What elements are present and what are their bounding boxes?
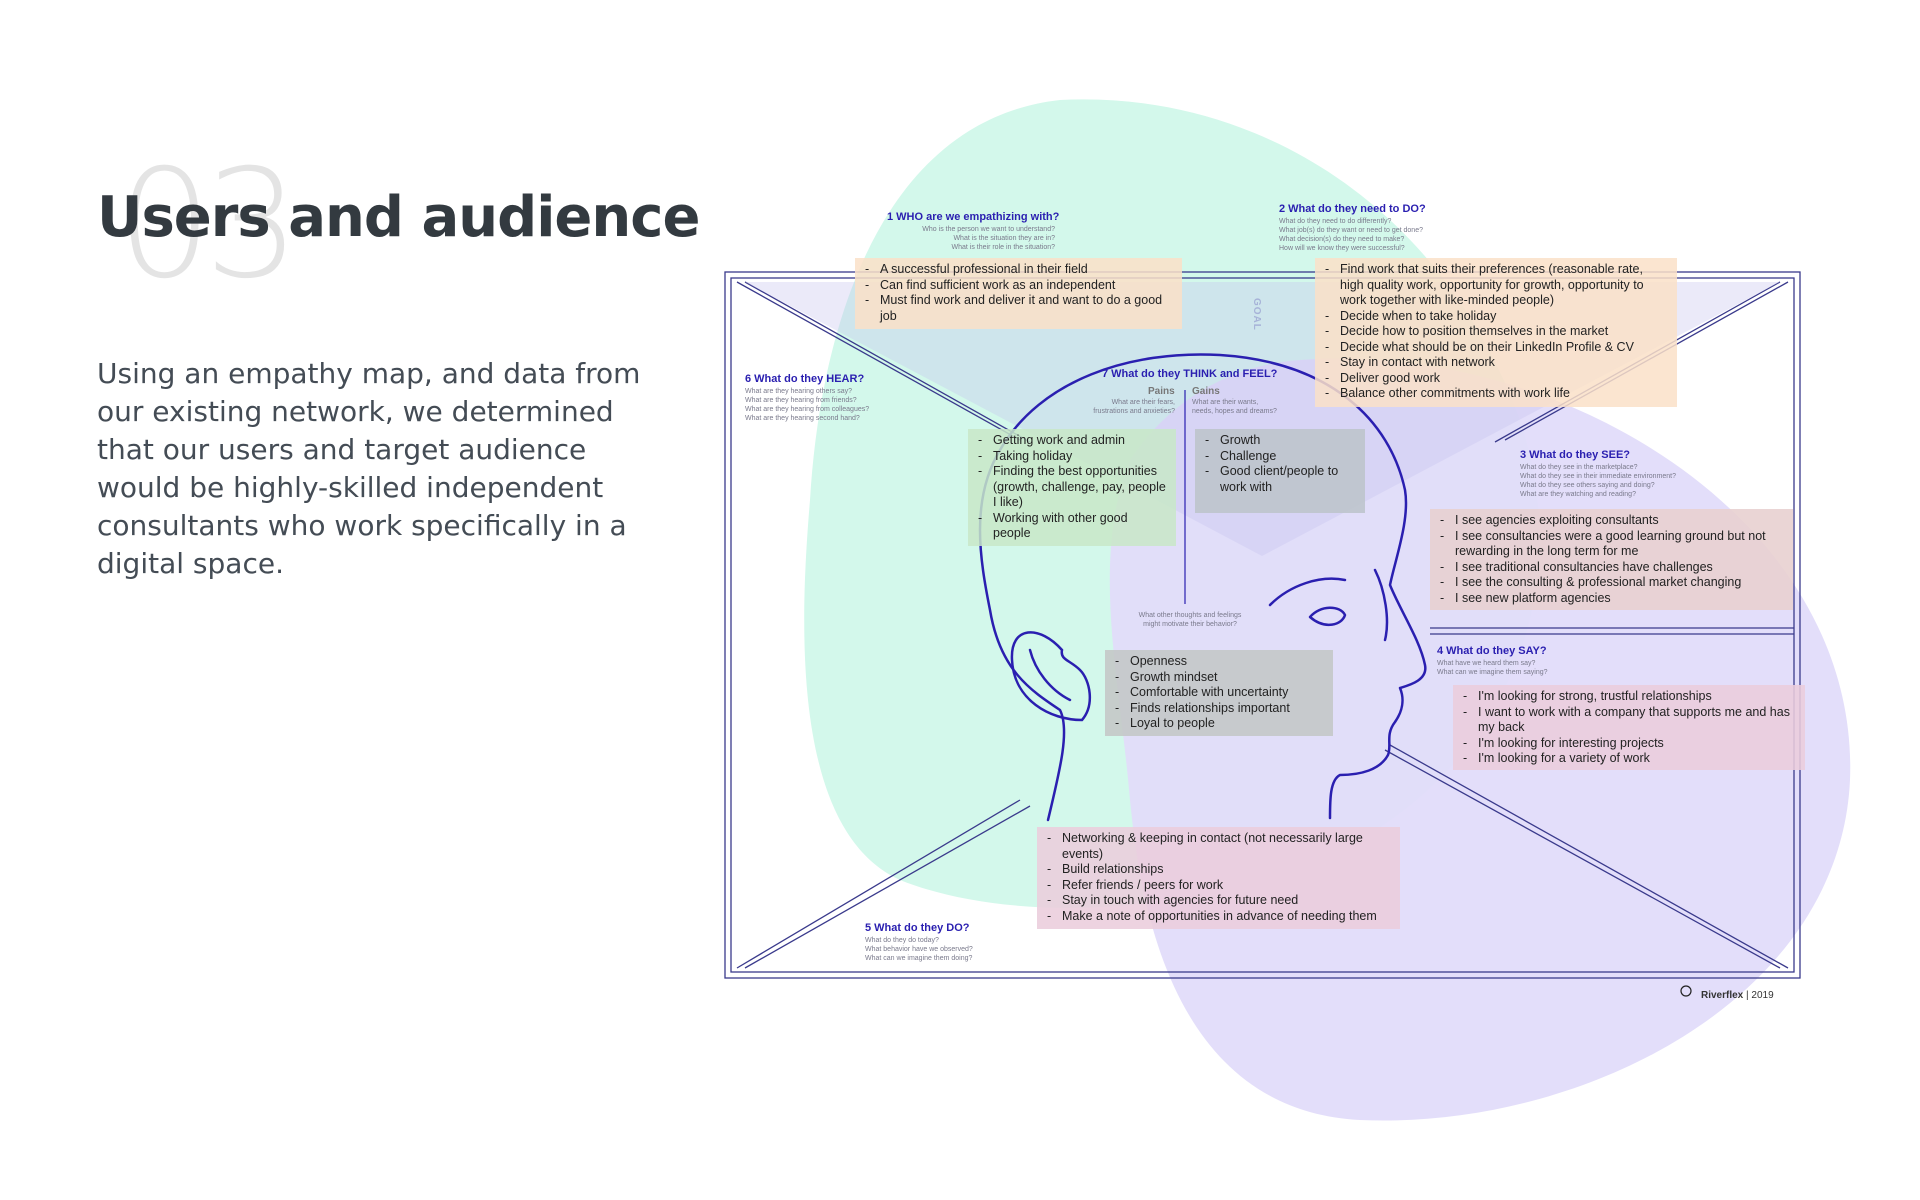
gains-subtext: What are their wants, needs, hopes and d… (1192, 399, 1277, 415)
list-item: Challenge (1205, 449, 1357, 465)
q4-sticky-note: I'm looking for strong, trustful relatio… (1453, 685, 1805, 770)
list-item: Balance other commitments with work life (1325, 386, 1669, 402)
q2-subtext: What do they need to do differently? Wha… (1279, 218, 1423, 252)
q1-heading: 1 WHO are we empathizing with? (887, 211, 1060, 223)
pains-subtext: What are their fears, frustrations and a… (1093, 399, 1175, 415)
q6-subtext: What are they hearing others say? What a… (745, 388, 870, 422)
motivation-sticky-note: Openness Growth mindset Comfortable with… (1105, 650, 1333, 736)
list-item: I'm looking for a variety of work (1463, 751, 1797, 767)
brand-name: Riverflex (1701, 990, 1744, 1001)
list-item: Finding the best opportunities (growth, … (978, 464, 1168, 511)
list-item: Make a note of opportunities in advance … (1047, 909, 1392, 925)
q2-sticky-note: Find work that suits their preferences (… (1315, 258, 1677, 407)
list-item: Growth mindset (1115, 670, 1325, 686)
brand-year: | 2019 (1746, 990, 1774, 1001)
brand-footer: © Riverflex | 2019 (1693, 990, 1774, 1001)
pains-label: Pains (1148, 386, 1175, 397)
q4-subtext: What have we heard them say? What can we… (1437, 660, 1548, 676)
goal-label: GOAL (1251, 298, 1262, 331)
list-item: Growth (1205, 433, 1357, 449)
list-item: Decide when to take holiday (1325, 309, 1669, 325)
q1-sticky-note: A successful professional in their field… (855, 258, 1182, 329)
list-item: I see the consulting & professional mark… (1440, 575, 1785, 591)
gains-sticky-note: Growth Challenge Good client/people to w… (1195, 429, 1365, 513)
q1-subtext: Who is the person we want to understand?… (922, 226, 1055, 251)
list-item: Loyal to people (1115, 716, 1325, 732)
list-item: I'm looking for interesting projects (1463, 736, 1797, 752)
section-number: 03 (117, 138, 300, 312)
q5-sticky-note: Networking & keeping in contact (not nec… (1037, 827, 1400, 929)
list-item: I'm looking for strong, trustful relatio… (1463, 689, 1797, 705)
page-title: Users and audience (97, 185, 700, 250)
list-item: Decide what should be on their LinkedIn … (1325, 340, 1669, 356)
list-item: I see agencies exploiting consultants (1440, 513, 1785, 529)
list-item: I want to work with a company that suppo… (1463, 705, 1797, 736)
q2-heading: 2 What do they need to DO? (1279, 203, 1426, 215)
list-item: Decide how to position themselves in the… (1325, 324, 1669, 340)
q3-heading: 3 What do they SEE? (1520, 449, 1631, 461)
list-item: Can find sufficient work as an independe… (865, 278, 1174, 294)
list-item: Build relationships (1047, 862, 1392, 878)
motivation-subtext: What other thoughts and feelings might m… (1138, 612, 1242, 628)
q4-heading: 4 What do they SAY? (1437, 645, 1547, 657)
q3-subtext: What do they see in the marketplace? Wha… (1520, 464, 1677, 498)
q3-sticky-note: I see agencies exploiting consultants I … (1430, 509, 1793, 610)
list-item: Openness (1115, 654, 1325, 670)
list-item: Find work that suits their preferences (… (1325, 262, 1669, 309)
q5-heading: 5 What do they DO? (865, 922, 970, 934)
pains-sticky-note: Getting work and admin Taking holiday Fi… (968, 429, 1176, 546)
list-item: Refer friends / peers for work (1047, 878, 1392, 894)
list-item: Getting work and admin (978, 433, 1168, 449)
list-item: Comfortable with uncertainty (1115, 685, 1325, 701)
q5-subtext: What do they do today? What behavior hav… (865, 937, 973, 962)
head-outline (978, 353, 1427, 822)
list-item: I see traditional consultancies have cha… (1440, 560, 1785, 576)
list-item: I see consultancies were a good learning… (1440, 529, 1785, 560)
list-item: Taking holiday (978, 449, 1168, 465)
list-item: Working with other good people (978, 511, 1168, 542)
list-item: Finds relationships important (1115, 701, 1325, 717)
list-item: A successful professional in their field (865, 262, 1174, 278)
list-item: I see new platform agencies (1440, 591, 1785, 607)
list-item: Stay in contact with network (1325, 355, 1669, 371)
q6-heading: 6 What do they HEAR? (745, 373, 865, 385)
list-item: Good client/people to work with (1205, 464, 1357, 495)
section-description: Using an empathy map, and data from our … (97, 357, 641, 580)
q7-heading: 7 What do they THINK and FEEL? (1102, 368, 1278, 380)
copyright-icon (1680, 985, 1692, 997)
list-item: Deliver good work (1325, 371, 1669, 387)
list-item: Must find work and deliver it and want t… (865, 293, 1174, 324)
list-item: Stay in touch with agencies for future n… (1047, 893, 1392, 909)
gains-label: Gains (1192, 386, 1220, 397)
list-item: Networking & keeping in contact (not nec… (1047, 831, 1392, 862)
